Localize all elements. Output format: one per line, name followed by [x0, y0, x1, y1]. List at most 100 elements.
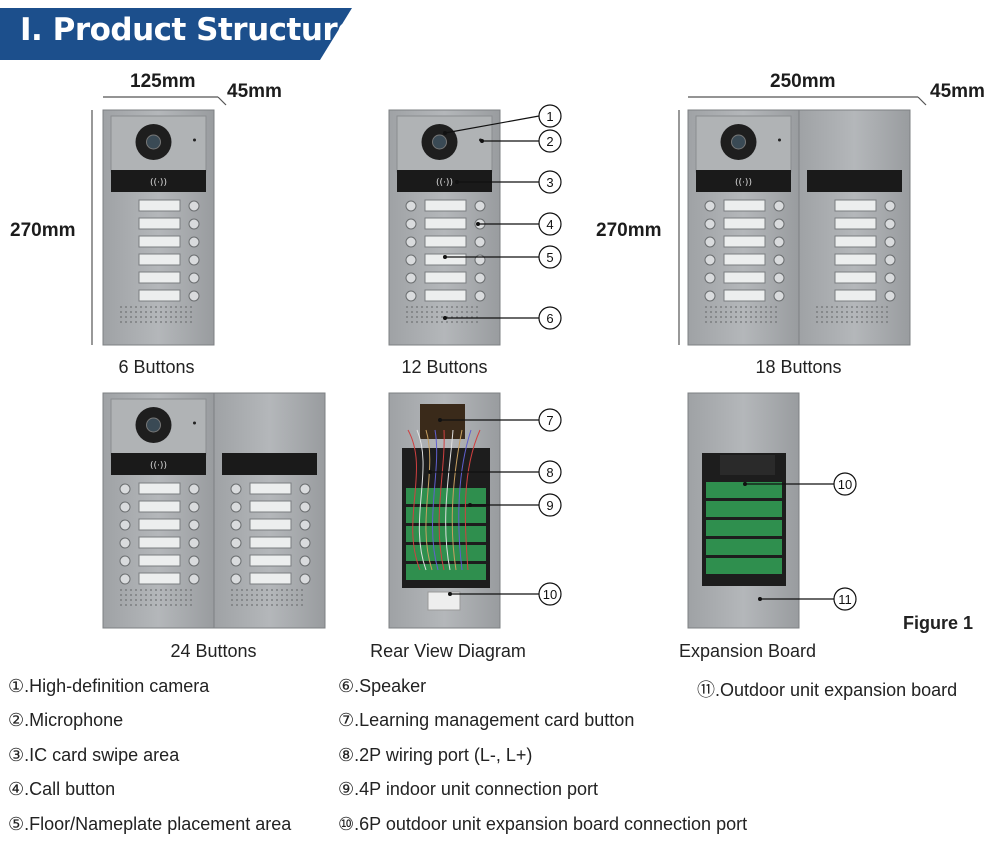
speaker-hole — [866, 321, 868, 323]
speaker-hole — [871, 306, 873, 308]
speaker-hole — [271, 594, 273, 596]
speaker-hole — [135, 589, 137, 591]
speaker-hole — [135, 316, 137, 318]
speaker-hole — [846, 306, 848, 308]
speaker-hole — [461, 321, 463, 323]
speaker-hole — [155, 599, 157, 601]
microphone-icon — [193, 138, 196, 142]
call-button — [188, 290, 200, 302]
speaker-hole — [246, 594, 248, 596]
speaker-hole — [286, 594, 288, 596]
wire — [438, 429, 445, 571]
speaker-hole — [236, 604, 238, 606]
call-button — [230, 573, 242, 585]
speaker-hole — [826, 306, 828, 308]
speaker-hole — [271, 599, 273, 601]
card-swipe-area — [111, 170, 206, 192]
speaker-hole — [446, 306, 448, 308]
speaker-hole — [821, 321, 823, 323]
speaker-hole — [125, 599, 127, 601]
speaker-hole — [416, 321, 418, 323]
speaker-hole — [466, 321, 468, 323]
call-button — [474, 200, 486, 212]
callout-number: 11 — [838, 592, 852, 607]
speaker-hole — [705, 311, 707, 313]
speaker-hole — [276, 589, 278, 591]
speaker-hole — [441, 321, 443, 323]
callout-circle — [538, 212, 562, 236]
nameplate — [834, 271, 877, 284]
speaker-hole — [190, 594, 192, 596]
speaker-hole — [416, 306, 418, 308]
callout-circle — [833, 587, 857, 611]
call-button — [119, 573, 131, 585]
nameplate — [138, 199, 181, 212]
legend-item-4: ④.Call button — [8, 779, 116, 799]
call-button — [119, 501, 131, 513]
speaker-hole — [120, 316, 122, 318]
speaker-hole — [436, 306, 438, 308]
nameplate — [424, 199, 467, 212]
depth-label-double: 45mm — [930, 81, 985, 102]
speaker-hole — [406, 311, 408, 313]
speaker-hole — [770, 306, 772, 308]
speaker-hole — [236, 599, 238, 601]
call-button — [299, 519, 311, 531]
speaker-hole — [886, 321, 888, 323]
speaker-hole — [740, 311, 742, 313]
speaker-hole — [160, 316, 162, 318]
nameplate — [138, 554, 181, 567]
speaker-hole — [821, 316, 823, 318]
speaker-hole — [165, 311, 167, 313]
callout-8: 8 — [428, 460, 562, 484]
call-button — [474, 236, 486, 248]
panel-18-buttons-right — [798, 109, 911, 346]
speaker-hole — [456, 311, 458, 313]
speaker-hole — [120, 321, 122, 323]
speaker-hole — [745, 311, 747, 313]
speaker-hole — [175, 311, 177, 313]
speaker-hole — [165, 599, 167, 601]
speaker-hole — [251, 604, 253, 606]
nameplate — [138, 572, 181, 585]
call-button — [704, 290, 716, 302]
speaker-hole — [120, 589, 122, 591]
speaker-hole — [831, 316, 833, 318]
speaker-hole — [125, 604, 127, 606]
callout-5: 5 — [443, 245, 562, 269]
speaker-hole — [836, 316, 838, 318]
card-swipe-area — [111, 453, 206, 475]
speaker-hole — [140, 311, 142, 313]
speaker-hole — [231, 594, 233, 596]
callout-number: 3 — [546, 175, 553, 190]
callout-number: 2 — [546, 134, 553, 149]
speaker-hole — [170, 589, 172, 591]
call-button — [188, 200, 200, 212]
speaker-hole — [276, 599, 278, 601]
speaker-hole — [471, 311, 473, 313]
panel-6-buttons: ((·)) — [102, 109, 215, 346]
nameplate — [723, 217, 766, 230]
speaker-hole — [266, 589, 268, 591]
speaker-hole — [120, 594, 122, 596]
speaker-hole — [140, 321, 142, 323]
speaker-hole — [160, 321, 162, 323]
speaker-hole — [185, 599, 187, 601]
speaker-hole — [821, 311, 823, 313]
speaker-hole — [735, 316, 737, 318]
speaker-hole — [135, 311, 137, 313]
speaker-hole — [281, 589, 283, 591]
speaker-hole — [251, 599, 253, 601]
speaker-hole — [720, 321, 722, 323]
speaker-hole — [256, 589, 258, 591]
speaker-hole — [125, 589, 127, 591]
speaker-hole — [120, 604, 122, 606]
speaker-hole — [160, 311, 162, 313]
speaker-hole — [180, 589, 182, 591]
speaker-hole — [145, 594, 147, 596]
speaker-hole — [831, 321, 833, 323]
card-swipe-area — [397, 170, 492, 192]
speaker-hole — [246, 599, 248, 601]
speaker-hole — [851, 306, 853, 308]
speaker-hole — [775, 306, 777, 308]
